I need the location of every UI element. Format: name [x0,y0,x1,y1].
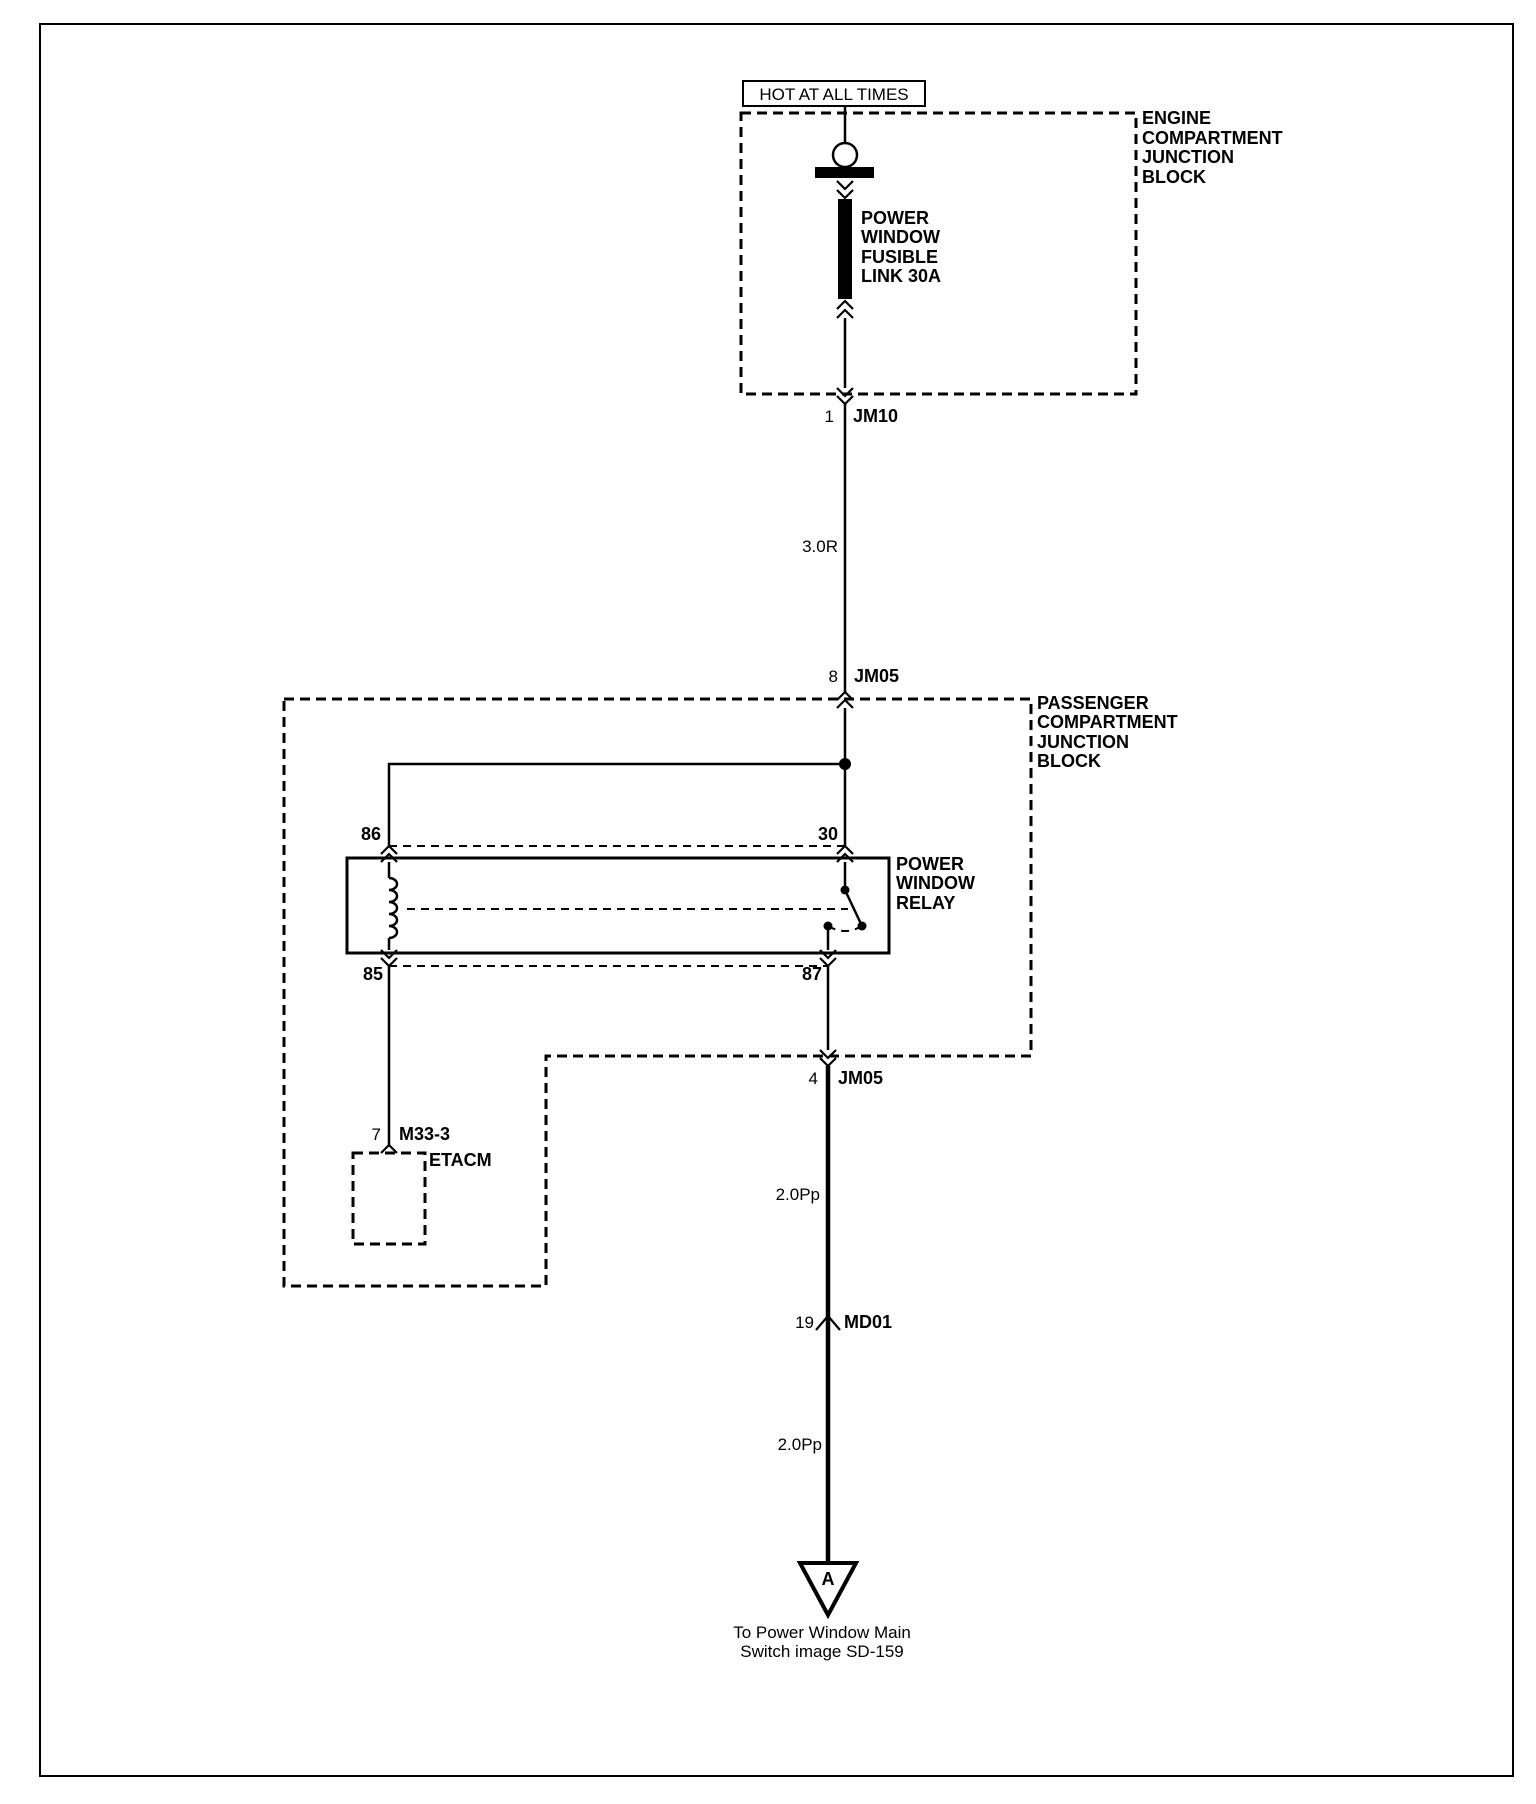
md01-pin: 19 [795,1313,814,1332]
m33-pin: 7 [372,1125,381,1144]
svg-text:BLOCK: BLOCK [1142,167,1206,187]
svg-text:To Power Window Main: To Power Window Main [733,1623,911,1642]
svg-text:PASSENGER: PASSENGER [1037,693,1149,713]
md01-name: MD01 [844,1312,892,1332]
splice-point [839,758,851,770]
wire-2-0pp-upper-label: 2.0Pp [776,1185,820,1204]
relay-pin-85: 85 [363,964,383,984]
hot-label-text: HOT AT ALL TIMES [759,85,908,104]
page-frame [39,23,1514,1777]
m33-name: M33-3 [399,1124,450,1144]
relay-pin-87: 87 [802,964,822,984]
svg-text:Switch image SD-159: Switch image SD-159 [740,1642,903,1661]
relay-pin-86: 86 [361,824,381,844]
hot-at-all-times-label: HOT AT ALL TIMES [742,80,926,107]
svg-text:RELAY: RELAY [896,893,955,913]
jm05-in-name: JM05 [854,666,899,686]
jm05-out-connector [819,1049,837,1068]
bus-bar [815,167,874,178]
svg-text:BLOCK: BLOCK [1037,751,1101,771]
svg-text:POWER: POWER [896,854,964,874]
relay-label: POWER WINDOW RELAY [896,854,975,913]
svg-text:COMPARTMENT: COMPARTMENT [1142,128,1283,148]
m33-connector [380,1143,398,1154]
wire-2-0pp-lower-label: 2.0Pp [778,1435,822,1454]
svg-text:FUSIBLE: FUSIBLE [861,247,938,267]
fusible-link-30a [836,180,854,319]
etacm-label: ETACM [429,1150,492,1170]
jm05-out-name: JM05 [838,1068,883,1088]
svg-text:JUNCTION: JUNCTION [1037,732,1129,752]
passenger-junction-block [282,697,1033,1288]
svg-text:POWER: POWER [861,208,929,228]
jm05-out-pin: 4 [809,1069,818,1088]
passenger-block-label: PASSENGER COMPARTMENT JUNCTION BLOCK [1037,693,1178,771]
jm10-connector [836,387,854,406]
destination-label: To Power Window Main Switch image SD-159 [733,1623,911,1661]
svg-text:WINDOW: WINDOW [896,873,975,893]
relay-terminal-86 [380,844,398,863]
jm10-pin: 1 [825,407,834,426]
relay-pin-30: 30 [818,824,838,844]
connector-a [796,1561,860,1620]
etacm-module [351,1151,427,1246]
svg-text:JUNCTION: JUNCTION [1142,147,1234,167]
jm05-in-pin: 8 [829,667,838,686]
connector-a-label: A [822,1569,835,1589]
svg-text:LINK 30A: LINK 30A [861,266,941,286]
wire-3-0r-label: 3.0R [802,537,838,556]
svg-text:WINDOW: WINDOW [861,227,940,247]
fusible-link-label: POWER WINDOW FUSIBLE LINK 30A [861,208,941,286]
engine-block-label: ENGINE COMPARTMENT JUNCTION BLOCK [1142,108,1283,187]
power-source-terminal [831,141,859,169]
relay-terminal-30 [836,844,854,863]
relay-switch-arm [843,889,864,927]
power-window-relay [345,856,891,955]
jm10-name: JM10 [853,406,898,426]
relay-coil [388,876,399,940]
svg-text:ENGINE: ENGINE [1142,108,1211,128]
engine-junction-block [739,111,1138,396]
svg-text:COMPARTMENT: COMPARTMENT [1037,712,1178,732]
